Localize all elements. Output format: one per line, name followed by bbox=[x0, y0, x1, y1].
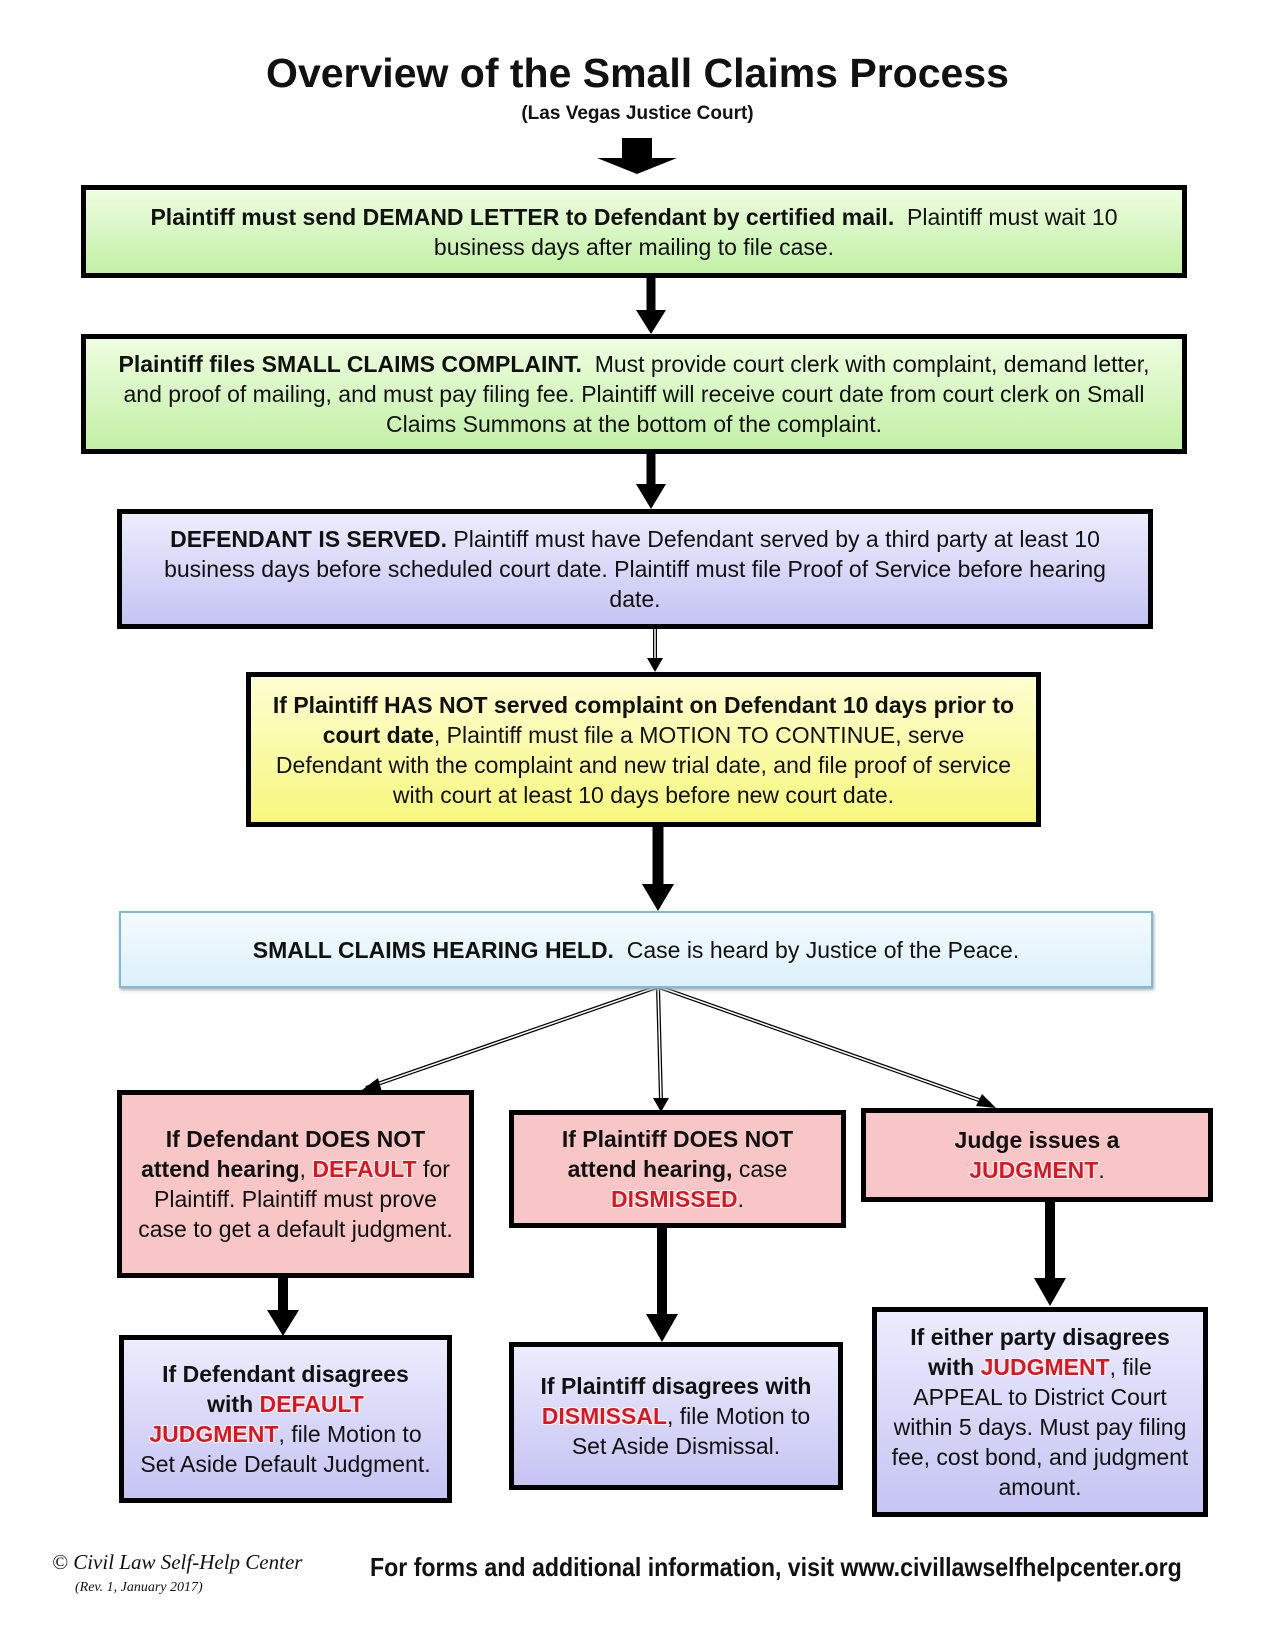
dismissed-text: case bbox=[732, 1156, 788, 1182]
judgment-red: JUDGMENT bbox=[969, 1157, 1099, 1183]
served-text: Plaintiff must have Defendant served by … bbox=[164, 526, 1106, 612]
footer-revision: (Rev. 1, January 2017) bbox=[75, 1580, 203, 1595]
demand-bold: Plaintiff must send DEMAND LETTER to Def… bbox=[150, 203, 895, 230]
not-served-text: , Plaintiff must file a MOTION TO CONTIN… bbox=[275, 721, 1012, 808]
dismissed-followup-box: If Plaintiff disagrees with DISMISSAL, f… bbox=[509, 1342, 843, 1490]
judgment-end: . bbox=[1098, 1157, 1105, 1183]
dismissed-bold: If Plaintiff DOES NOT attend hearing, bbox=[561, 1126, 794, 1182]
complaint-bold: Plaintiff files SMALL CLAIMS COMPLAINT. bbox=[118, 351, 582, 377]
judgment-bold: Judge issues a bbox=[954, 1127, 1120, 1153]
default-followup-text: , file Motion to Set Aside Default Judgm… bbox=[140, 1421, 431, 1477]
default-outcome-box: If Defendant DOES NOT attend hearing, DE… bbox=[117, 1090, 474, 1278]
dismissed-followup-red: DISMISSAL bbox=[541, 1403, 668, 1429]
dismissed-end: . bbox=[737, 1186, 744, 1212]
arrow-hearing-default bbox=[362, 985, 658, 1092]
judgment-followup-box: If either party disagrees with JUDGMENT,… bbox=[872, 1307, 1208, 1517]
default-followup-box: If Defendant disagrees with DEFAULT JUDG… bbox=[119, 1335, 452, 1503]
complaint-text: Must provide court clerk with complaint,… bbox=[123, 351, 1150, 437]
hearing-text: Case is heard by Justice of the Peace. bbox=[626, 936, 1020, 963]
demand-text: Plaintiff must wait 10 business days aft… bbox=[433, 203, 1118, 260]
complaint-box: Plaintiff files SMALL CLAIMS COMPLAINT. … bbox=[81, 334, 1187, 454]
dismissed-followup-bold: If Plaintiff disagrees with bbox=[540, 1373, 812, 1399]
default-sep: , bbox=[299, 1156, 313, 1182]
dismissed-red: DISMISSED bbox=[611, 1186, 738, 1212]
judgment-followup-red: JUDGMENT bbox=[980, 1354, 1110, 1380]
arrow-hearing-dismissed bbox=[653, 986, 669, 1112]
arrow-hearing-judgment bbox=[658, 985, 996, 1108]
default-followup-bold: If Defendant disagrees with bbox=[162, 1361, 409, 1417]
demand-letter-box: Plaintiff must send DEMAND LETTER to Def… bbox=[81, 185, 1187, 278]
served-bold: DEFENDANT IS SERVED. bbox=[170, 526, 447, 552]
page-subtitle: (Las Vegas Justice Court) bbox=[521, 103, 754, 124]
footer-copyright: © Civil Law Self-Help Center bbox=[52, 1550, 303, 1574]
judgment-followup-text: , file APPEAL to District Court within 5… bbox=[891, 1354, 1189, 1500]
not-served-bold: If Plaintiff HAS NOT served complaint on… bbox=[272, 691, 1015, 748]
top-arrow bbox=[622, 138, 652, 159]
not-served-box: If Plaintiff HAS NOT served complaint on… bbox=[246, 672, 1041, 827]
default-red: DEFAULT bbox=[312, 1156, 417, 1182]
hearing-bold: SMALL CLAIMS HEARING HELD. bbox=[252, 936, 614, 963]
default-text: for Plaintiff. Plaintiff must prove case… bbox=[138, 1156, 453, 1242]
footer-info: For forms and additional information, vi… bbox=[370, 1552, 1182, 1582]
dismissed-outcome-box: If Plaintiff DOES NOT attend hearing, ca… bbox=[509, 1110, 846, 1228]
default-bold: If Defendant DOES NOT attend hearing bbox=[141, 1126, 426, 1182]
hearing-box: SMALL CLAIMS HEARING HELD. Case is heard… bbox=[119, 911, 1153, 988]
default-followup-red: DEFAULT JUDGMENT bbox=[149, 1391, 364, 1447]
defendant-served-box: DEFENDANT IS SERVED. Plaintiff must have… bbox=[117, 509, 1153, 629]
judgment-outcome-box: Judge issues a JUDGMENT. bbox=[861, 1108, 1213, 1202]
top-arrow-head bbox=[597, 158, 677, 174]
page-title: Overview of the Small Claims Process bbox=[266, 50, 1009, 96]
judgment-followup-bold: If either party disagrees with bbox=[910, 1324, 1170, 1380]
dismissed-followup-text: , file Motion to Set Aside Dismissal. bbox=[571, 1403, 811, 1459]
